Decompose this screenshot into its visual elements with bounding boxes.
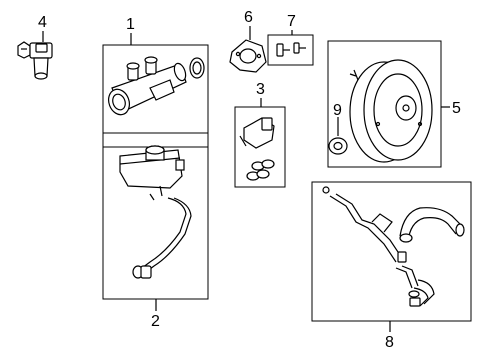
callout-8: 8 bbox=[385, 334, 394, 351]
callout-9: 9 bbox=[333, 102, 342, 119]
part-5-brake-booster bbox=[349, 59, 433, 163]
callout-5: 5 bbox=[452, 100, 461, 117]
callout-4: 4 bbox=[38, 14, 47, 31]
part-3-valve bbox=[239, 117, 275, 181]
callout-1: 1 bbox=[126, 16, 135, 33]
part-2-hose bbox=[132, 197, 192, 279]
callout-3: 3 bbox=[256, 81, 265, 98]
part-7-box bbox=[267, 34, 314, 66]
part-9-grommet bbox=[328, 137, 348, 155]
part-7-bolts bbox=[276, 42, 306, 57]
part-4-sensor bbox=[17, 41, 53, 80]
part-2-reservoir bbox=[119, 145, 185, 201]
part-3-box bbox=[234, 106, 286, 188]
part-1-master-cylinder bbox=[108, 56, 205, 116]
callout-7: 7 bbox=[287, 13, 296, 30]
part-6-gasket bbox=[229, 39, 267, 73]
callout-6: 6 bbox=[244, 9, 253, 26]
part-8-vacuum-hose bbox=[322, 186, 465, 307]
part-8-box bbox=[311, 181, 472, 322]
callout-2: 2 bbox=[151, 313, 160, 330]
part-5-box bbox=[327, 40, 442, 168]
